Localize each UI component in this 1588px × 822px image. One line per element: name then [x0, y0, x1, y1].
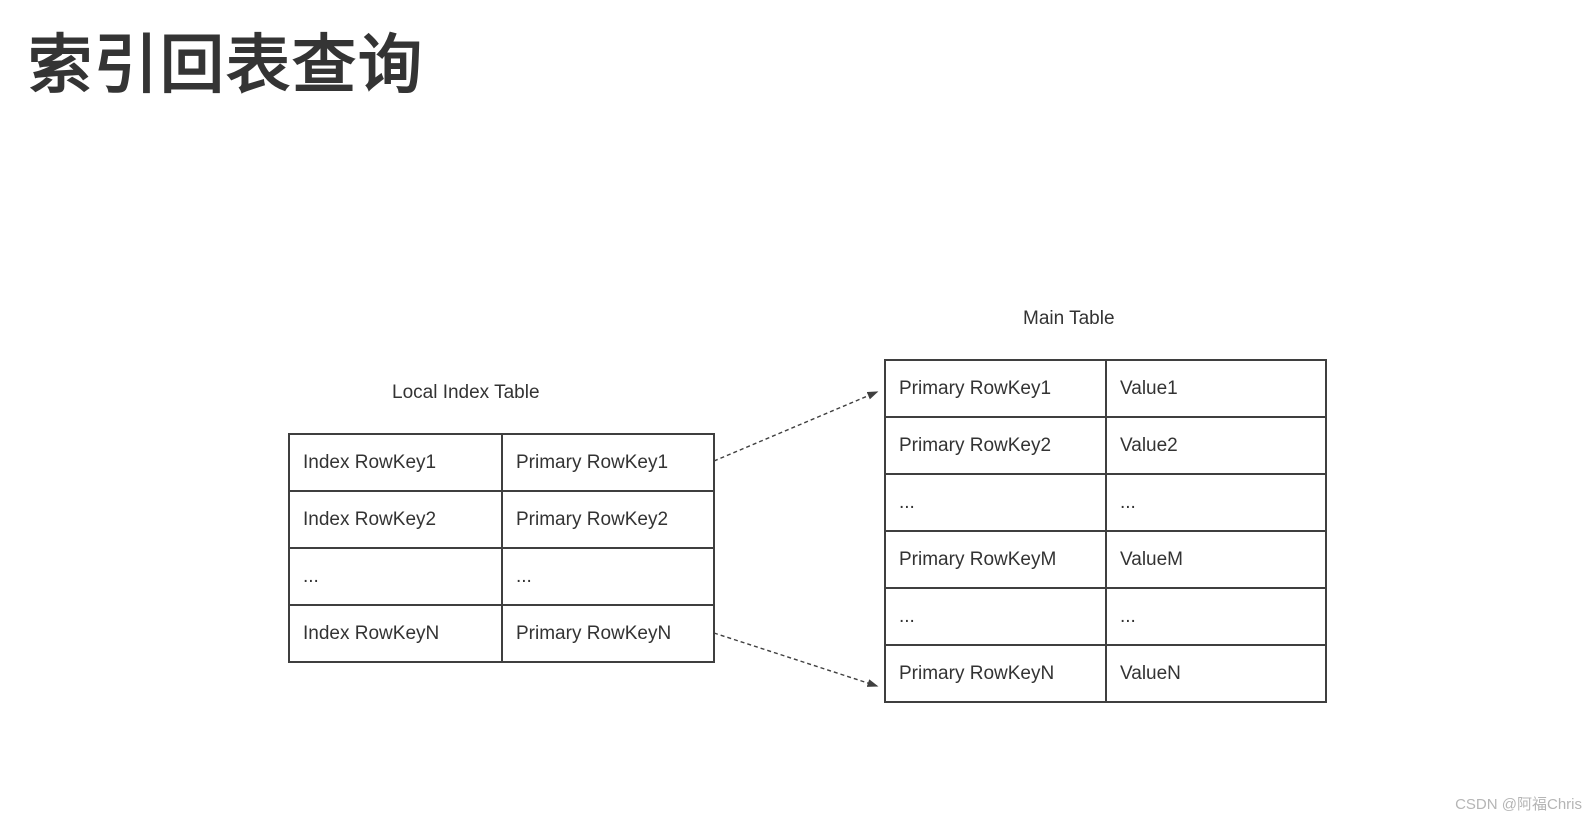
main-table: Primary RowKey1 Value1 Primary RowKey2 V…: [884, 359, 1327, 703]
local-index-table-label: Local Index Table: [392, 382, 540, 403]
table-cell: ...: [884, 473, 1107, 532]
table-cell: Index RowKey2: [288, 490, 503, 549]
table-cell: ValueN: [1105, 644, 1327, 703]
table-row: Index RowKey2 Primary RowKey2: [288, 490, 715, 549]
table-row: ... ...: [884, 587, 1327, 646]
table-row: ... ...: [884, 473, 1327, 532]
table-row: Primary RowKey1 Value1: [884, 359, 1327, 418]
table-cell: Value2: [1105, 416, 1327, 475]
table-cell: Primary RowKey2: [884, 416, 1107, 475]
table-cell: Value1: [1105, 359, 1327, 418]
page-title: 索引回表查询: [28, 29, 424, 101]
local-index-table: Index RowKey1 Primary RowKey1 Index RowK…: [288, 433, 715, 663]
table-cell: ...: [1105, 473, 1327, 532]
table-row: Index RowKeyN Primary RowKeyN: [288, 604, 715, 663]
table-cell: ...: [1105, 587, 1327, 646]
table-cell: Primary RowKey1: [884, 359, 1107, 418]
main-table-label: Main Table: [1023, 308, 1115, 329]
table-row: Index RowKey1 Primary RowKey1: [288, 433, 715, 492]
table-cell: Primary RowKey2: [501, 490, 715, 549]
table-cell: ...: [288, 547, 503, 606]
table-row: Primary RowKey2 Value2: [884, 416, 1327, 475]
arrow-rowkey1: [713, 391, 879, 462]
table-row: Primary RowKeyM ValueM: [884, 530, 1327, 589]
table-cell: Primary RowKeyN: [884, 644, 1107, 703]
table-cell: ...: [501, 547, 715, 606]
table-row: ... ...: [288, 547, 715, 606]
table-cell: Primary RowKeyM: [884, 530, 1107, 589]
table-cell: ValueM: [1105, 530, 1327, 589]
table-cell: Primary RowKeyN: [501, 604, 715, 663]
arrow-rowkeyn: [713, 632, 879, 687]
table-cell: Index RowKey1: [288, 433, 503, 492]
table-row: Primary RowKeyN ValueN: [884, 644, 1327, 703]
table-cell: Primary RowKey1: [501, 433, 715, 492]
table-cell: Index RowKeyN: [288, 604, 503, 663]
watermark: CSDN @阿福Chris: [1455, 796, 1582, 813]
table-cell: ...: [884, 587, 1107, 646]
